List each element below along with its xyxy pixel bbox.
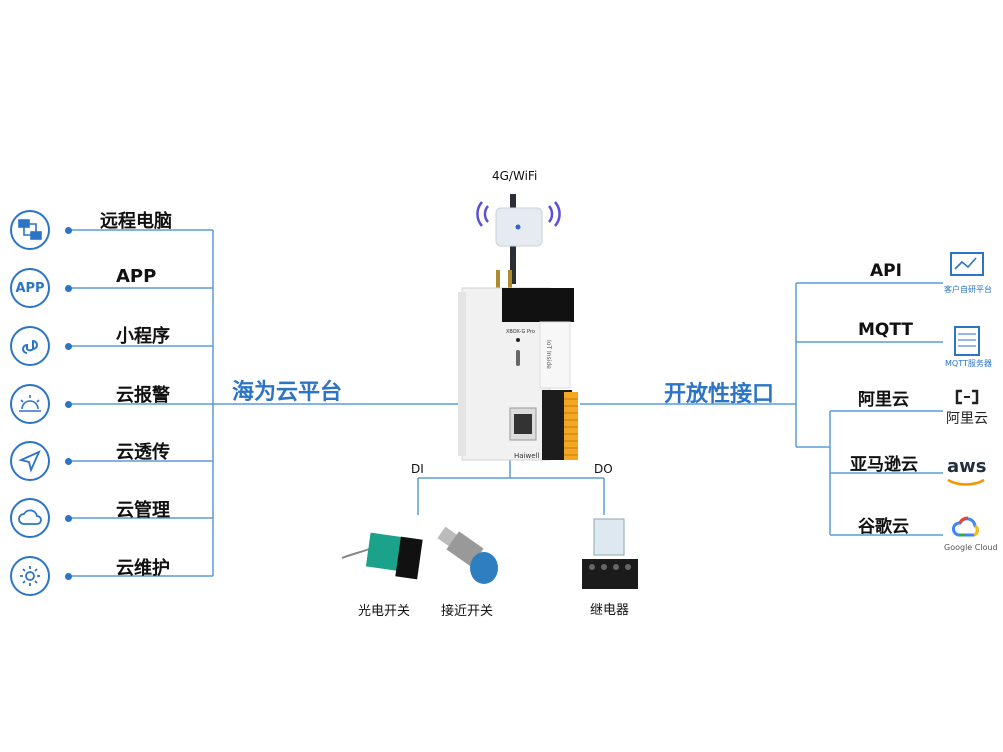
relay-image [582, 518, 638, 589]
left-item-label: 云维护 [116, 558, 170, 579]
right-item-label: API [870, 261, 902, 281]
device-side-text: IoT Inside [545, 340, 552, 369]
left-item-label: 小程序 [116, 326, 170, 347]
bus-dot [65, 227, 72, 234]
google-cloud-caption: Google Cloud [944, 543, 998, 552]
cloud-platform-title: 海为云平台 [232, 380, 343, 405]
right-item-label: 亚马逊云 [850, 455, 918, 475]
server-icon [954, 326, 980, 356]
bus-dot [65, 573, 72, 580]
left-item-label: 云透传 [116, 442, 170, 463]
bus-dot [65, 285, 72, 292]
device-label: 光电开关 [358, 604, 411, 619]
aws-logo-caption: aws [947, 456, 987, 477]
device-label: 接近开关 [441, 604, 494, 619]
wifi-module [476, 194, 561, 284]
remote-pc-icon [10, 210, 50, 250]
monitor-chart-icon [950, 252, 984, 276]
device-model: XBOX-G Pro [506, 329, 535, 335]
bus-dot [65, 343, 72, 350]
left-item-label: 云管理 [116, 500, 170, 521]
mini-program-icon [10, 326, 50, 366]
open-interface-title: 开放性接口 [664, 382, 775, 407]
device-label: 继电器 [590, 603, 630, 618]
cloud-icon [10, 498, 50, 538]
bus-dot [65, 515, 72, 522]
di-label: DI [411, 462, 424, 476]
mqtt-logo-caption: MQTT服务器 [945, 359, 992, 368]
right-item-label: 阿里云 [858, 390, 909, 410]
google-cloud-icon [952, 516, 979, 537]
device-brand: Haiwell [514, 452, 540, 460]
photoelectric-switch-image [341, 532, 423, 580]
api-logo-caption: 客户自研平台 [944, 285, 992, 294]
do-label: DO [594, 462, 613, 476]
right-item-label: 谷歌云 [858, 517, 909, 537]
right-item-label: MQTT [858, 320, 913, 340]
app-icon: APP [10, 268, 50, 308]
proximity-switch-image [437, 526, 498, 584]
left-item-label: 远程电脑 [100, 211, 172, 232]
terminal-block [564, 392, 578, 460]
gear-icon [10, 556, 50, 596]
aliyun-logo-caption: 阿里云 [946, 411, 988, 427]
app-icon-text: APP [15, 280, 45, 296]
bus-dot [65, 401, 72, 408]
aliyun-icon [955, 389, 979, 405]
aws-smile-icon [947, 478, 985, 486]
left-item-label: APP [116, 266, 157, 287]
bus-dot [65, 458, 72, 465]
alarm-icon [10, 384, 50, 424]
antenna-label: 4G/WiFi [492, 169, 538, 183]
xbox-controller [458, 270, 574, 461]
left-item-label: 云报警 [116, 385, 170, 406]
send-icon [10, 441, 50, 481]
